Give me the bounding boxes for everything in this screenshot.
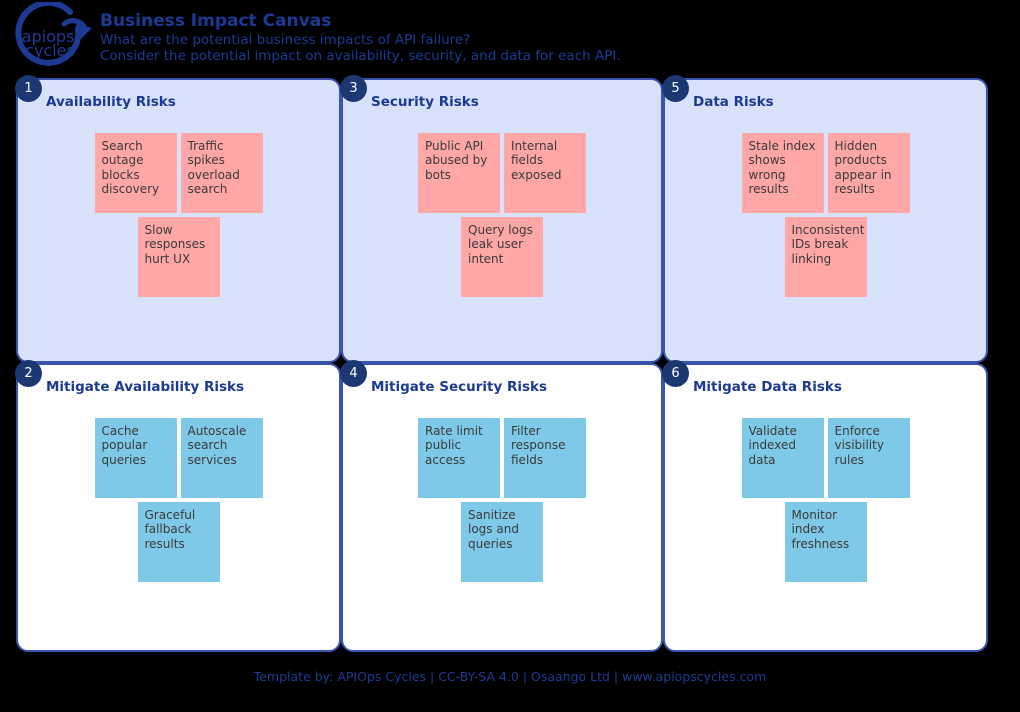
sticky-notes-group: Public API abused by bots Internal field… [343, 133, 661, 297]
sticky-note: Public API abused by bots [418, 133, 500, 213]
sticky-notes-group: Stale index shows wrong results Hidden p… [665, 133, 986, 297]
svg-text:cycles: cycles [25, 41, 75, 60]
canvas-header: Business Impact Canvas What are the pote… [100, 11, 621, 65]
panel-mitigate-availability-risks: 2 Mitigate Availability Risks Cache popu… [15, 360, 341, 652]
sticky-note: Internal fields exposed [504, 133, 586, 213]
sticky-note: Filter response fields [504, 418, 586, 498]
canvas-grid: 1 Availability Risks Search outage block… [15, 75, 988, 652]
panel-number-badge: 3 [340, 75, 367, 102]
panel-data-risks: 5 Data Risks Stale index shows wrong res… [662, 75, 988, 363]
sticky-note: Search outage blocks discovery [94, 133, 177, 213]
panel-title: Mitigate Availability Risks [46, 379, 245, 395]
panel-title: Availability Risks [46, 94, 176, 110]
sticky-note: Cache popular queries [94, 418, 177, 498]
panel-number-badge: 5 [662, 75, 689, 102]
panel-mitigate-security-risks: 4 Mitigate Security Risks Rate limit pub… [340, 360, 663, 652]
sticky-note: Stale index shows wrong results [741, 133, 824, 213]
panel-security-risks: 3 Security Risks Public API abused by bo… [340, 75, 663, 363]
panel-number-badge: 2 [15, 360, 42, 387]
sticky-note: Sanitize logs and queries [461, 502, 543, 582]
sticky-note: Inconsistent IDs break linking [784, 217, 867, 297]
panel-number-badge: 6 [662, 360, 689, 387]
panel-number-badge: 4 [340, 360, 367, 387]
template-credit: Template by: APIOps Cycles | CC-BY-SA 4.… [253, 669, 767, 684]
sticky-note: Autoscale search services [180, 418, 263, 498]
apiops-cycles-logo-icon: apiops cycles [15, 2, 92, 66]
panel-number-badge: 1 [15, 75, 42, 102]
panel-title: Security Risks [371, 94, 479, 110]
panel-mitigate-data-risks: 6 Mitigate Data Risks Validate indexed d… [662, 360, 988, 652]
page-title: Business Impact Canvas [100, 11, 332, 31]
svg-text:apiops: apiops [22, 27, 75, 46]
sticky-note: Validate indexed data [741, 418, 824, 498]
panel-availability-risks: 1 Availability Risks Search outage block… [15, 75, 341, 363]
sticky-note: Enforce visibility rules [827, 418, 910, 498]
panel-title: Mitigate Data Risks [693, 379, 842, 395]
panel-title: Data Risks [693, 94, 774, 110]
sticky-note: Slow responses hurt UX [137, 217, 220, 297]
subtitle-instruction: Consider the potential impact on availab… [100, 48, 621, 65]
sticky-note: Monitor index freshness [784, 502, 867, 582]
sticky-notes-group: Search outage blocks discovery Traffic s… [18, 133, 339, 297]
panel-title: Mitigate Security Risks [371, 379, 548, 395]
subtitle-question: What are the potential business impacts … [100, 31, 471, 48]
sticky-note: Query logs leak user intent [461, 217, 543, 297]
sticky-note: Rate limit public access [418, 418, 500, 498]
sticky-note: Graceful fallback results [137, 502, 220, 582]
sticky-notes-group: Validate indexed data Enforce visibility… [665, 418, 986, 582]
sticky-note: Hidden products appear in results [827, 133, 910, 213]
sticky-notes-group: Cache popular queries Autoscale search s… [18, 418, 339, 582]
sticky-note: Traffic spikes overload search [180, 133, 263, 213]
sticky-notes-group: Rate limit public access Filter response… [343, 418, 661, 582]
